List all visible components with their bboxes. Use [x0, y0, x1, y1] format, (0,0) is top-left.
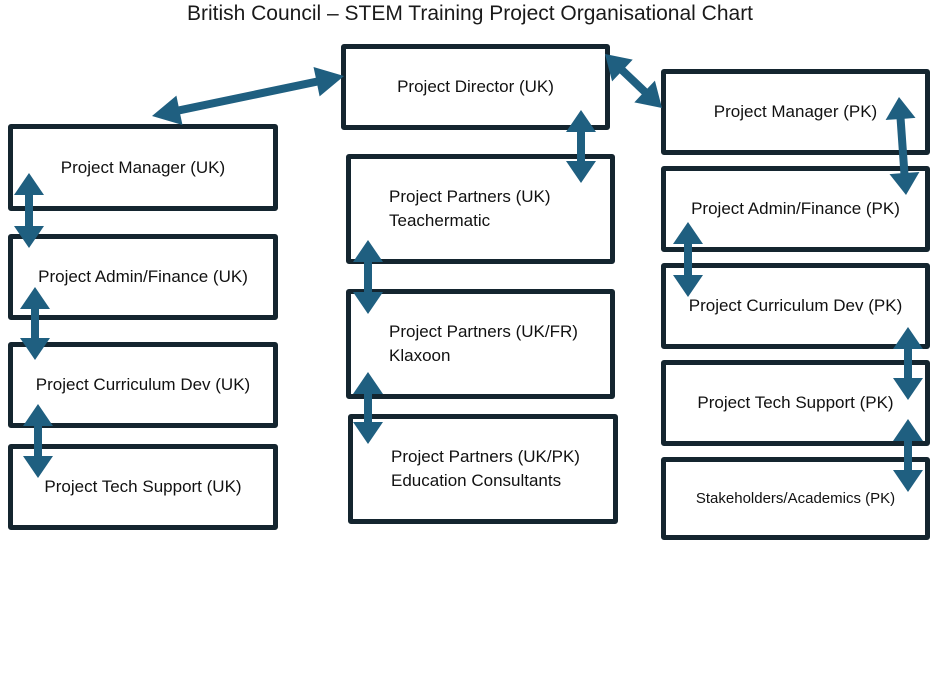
box-project-admin-finance-uk: Project Admin/Finance (UK)	[8, 234, 278, 320]
box-label: Project Manager (UK)	[60, 157, 226, 177]
arrow-pk-tech-to-stakeholders-icon	[893, 419, 923, 492]
box-label: Project Partners (UK/PK)	[391, 447, 580, 466]
arrow-uk-admin-to-curriculum-icon	[20, 287, 50, 360]
box-project-partners-uk-fr: Project Partners (UK/FR) Klaxoon	[346, 289, 615, 399]
box-project-admin-finance-pk: Project Admin/Finance (PK)	[661, 166, 930, 252]
box-label: Project Curriculum Dev (PK)	[688, 296, 903, 315]
box-label: Project Partners (UK/FR)	[389, 322, 578, 341]
box-sublabel: Teachermatic	[389, 211, 491, 230]
box-sublabel: Education Consultants	[391, 471, 562, 490]
box-label: Project Admin/Finance (UK)	[38, 267, 248, 286]
arrow-partners-uk-to-ukfr-icon	[353, 240, 383, 314]
box-project-curriculum-dev-uk: Project Curriculum Dev (UK)	[8, 342, 278, 428]
arrow-pk-curriculum-to-tech-icon	[893, 327, 923, 400]
chart-title: British Council – STEM Training Project …	[186, 2, 754, 25]
arrow-director-to-partners-icon	[566, 110, 596, 183]
box-stakeholders-academics-pk: Stakeholders/Academics (PK)	[661, 457, 930, 540]
box-sublabel: Klaxoon	[389, 346, 451, 365]
box-label: Project Tech Support (PK)	[697, 393, 894, 412]
box-label: Project Tech Support (UK)	[44, 477, 242, 496]
arrow-layer	[14, 54, 923, 492]
arrow-pk-manager-to-admin-icon	[885, 97, 920, 195]
box-project-tech-support-pk: Project Tech Support (PK)	[661, 360, 930, 446]
box-project-manager-uk: Project Manager (UK)	[8, 124, 278, 211]
box-label: Project Curriculum Dev (UK)	[35, 375, 251, 394]
arrow-director-to-uk-manager-icon	[152, 67, 344, 125]
box-label: Stakeholders/Academics (PK)	[695, 489, 896, 507]
box-project-partners-uk: Project Partners (UK) Teachermatic	[346, 154, 615, 264]
box-project-tech-support-uk: Project Tech Support (UK)	[8, 444, 278, 530]
box-project-partners-uk-pk: Project Partners (UK/PK) Education Consu…	[348, 414, 618, 524]
box-label: Project Director (UK)	[397, 77, 554, 96]
arrow-partners-ukfr-to-ukpk-icon	[353, 372, 383, 444]
arrow-pk-admin-to-curriculum-icon	[673, 222, 703, 297]
arrow-uk-manager-to-admin-icon	[14, 173, 44, 248]
box-project-curriculum-dev-pk: Project Curriculum Dev (PK)	[661, 263, 930, 349]
box-project-director-uk: Project Director (UK)	[341, 44, 610, 130]
arrow-uk-curriculum-to-tech-icon	[23, 404, 53, 478]
box-label: Project Admin/Finance (PK)	[691, 199, 900, 218]
box-label: Project Partners (UK)	[389, 187, 551, 206]
box-label: Project Manager (PK)	[713, 102, 878, 121]
box-project-manager-pk: Project Manager (PK)	[661, 69, 930, 155]
arrow-director-to-pk-manager-icon	[605, 54, 662, 108]
